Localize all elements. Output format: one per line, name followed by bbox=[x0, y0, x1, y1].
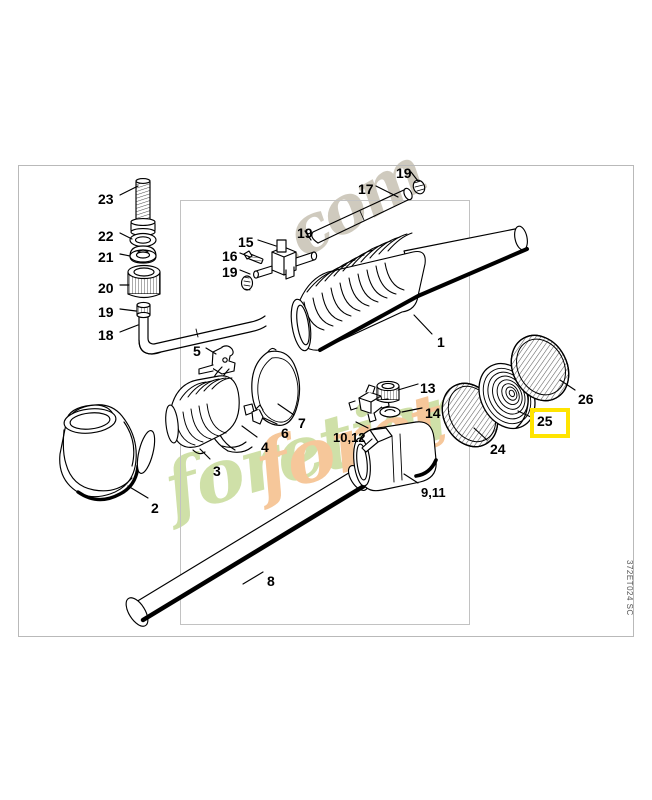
callout-label-7: 7 bbox=[298, 415, 306, 431]
callout-label-26: 26 bbox=[578, 391, 594, 407]
callout-label-3: 3 bbox=[213, 463, 221, 479]
part-2-elbow-pipe bbox=[59, 404, 156, 502]
leader-lines bbox=[119, 171, 576, 585]
part-17-upper-tube bbox=[311, 187, 413, 244]
part-5-clamp-lever bbox=[198, 345, 236, 375]
part-19-grommet-c bbox=[412, 179, 426, 195]
callout-label-17: 17 bbox=[358, 181, 374, 197]
part-7-gasket bbox=[251, 347, 301, 426]
part-19-grommet-a bbox=[136, 301, 151, 319]
callout-label-9-11: 9,11 bbox=[421, 485, 446, 500]
callout-label-25: 25 bbox=[537, 413, 553, 429]
part-22-washer bbox=[129, 232, 157, 248]
part-9-11-housing bbox=[353, 421, 438, 492]
part-13-knurled-nut bbox=[376, 380, 400, 404]
callout-label-15: 15 bbox=[238, 234, 254, 250]
part-14-washer bbox=[379, 406, 401, 418]
part-21-seal bbox=[129, 245, 157, 264]
callout-label-21: 21 bbox=[98, 249, 114, 265]
callout-label-13: 13 bbox=[420, 380, 436, 396]
part-15-valve-block bbox=[253, 239, 318, 280]
callout-label-1: 1 bbox=[437, 334, 445, 350]
callout-label-22: 22 bbox=[98, 228, 114, 244]
callout-label-19: 19 bbox=[98, 304, 114, 320]
callout-label-16: 16 bbox=[222, 248, 238, 264]
callout-label-8: 8 bbox=[267, 573, 275, 589]
part-6-clip bbox=[251, 404, 264, 425]
part-16-screw bbox=[243, 250, 264, 265]
drawing-code: 372ET024 SC bbox=[625, 560, 634, 616]
callout-label-20: 20 bbox=[98, 280, 114, 296]
callout-label-4: 4 bbox=[261, 439, 269, 455]
callout-label-10-12: 10,12 bbox=[333, 430, 366, 445]
part-18-bent-tube bbox=[138, 315, 267, 355]
callout-label-6: 6 bbox=[281, 425, 289, 441]
callout-label-19: 19 bbox=[396, 165, 412, 181]
outer-border bbox=[18, 165, 634, 637]
callout-label-24: 24 bbox=[490, 441, 506, 457]
callout-label-5: 5 bbox=[193, 343, 201, 359]
callout-label-2: 2 bbox=[151, 500, 159, 516]
part-1-flex-hose bbox=[290, 225, 529, 352]
part-19-grommet-b bbox=[240, 275, 254, 291]
highlight-box-part-25 bbox=[530, 408, 570, 438]
part-8-long-tube bbox=[125, 464, 369, 627]
callout-label-18: 18 bbox=[98, 327, 114, 343]
callout-label-19: 19 bbox=[297, 225, 313, 241]
part-3-corrugated-collar bbox=[165, 375, 240, 455]
callout-label-23: 23 bbox=[98, 191, 114, 207]
callout-label-19: 19 bbox=[222, 264, 238, 280]
callout-label-14: 14 bbox=[425, 405, 441, 421]
part-20-knurled-cap bbox=[127, 264, 161, 299]
